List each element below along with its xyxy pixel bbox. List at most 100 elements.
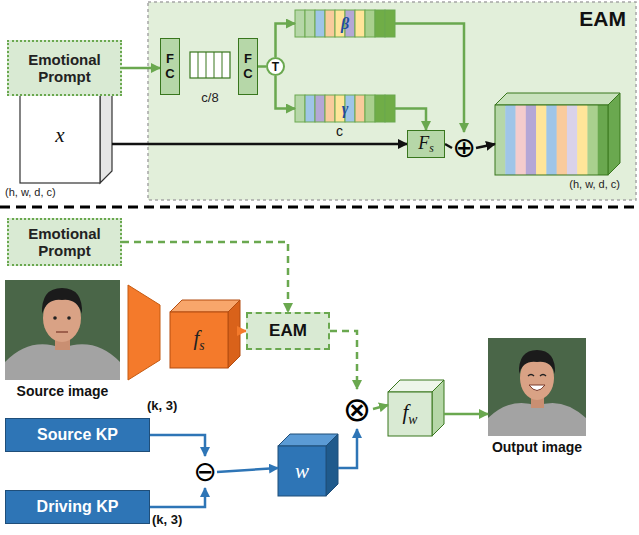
cube-face: fs [170,312,228,368]
bar-cell [365,95,375,122]
caption-holder: Source image [5,383,120,399]
feature-stripe [536,105,547,175]
drawing-part [53,316,57,320]
bar-cell [385,10,395,37]
symbol-row: fw [403,400,418,427]
connector [122,242,288,312]
bar-cell [385,95,395,122]
connector [217,468,278,472]
cube-face: w [278,446,326,496]
node-text: Source KP [37,426,118,444]
prompt-box: Emotional Prompt [7,218,122,266]
node-text: EAM [579,7,626,30]
drawing-part [326,434,338,496]
drawing-part [67,316,71,320]
connector [330,331,357,389]
add-op: ⊕ [452,132,476,164]
drawing-part [148,2,636,200]
drawing-part [529,385,545,391]
bar-cell [315,10,325,37]
node-text: Emotional Prompt [12,225,117,260]
connector [373,405,388,409]
keypoint-box: Driving KP [5,490,150,524]
shape-label: (k, 3) [152,512,182,527]
connector [276,76,296,109]
subtract-op: ⊖ [193,456,217,488]
node-caption: Output image [492,439,582,455]
connector [338,429,357,468]
panel-title-holder: EAM [579,7,626,31]
scale-op: Fs [407,130,445,158]
subscript: w [408,412,417,427]
bar-cell [365,10,375,37]
multiply-op: ⊗ [341,389,373,429]
drawing-part [198,52,199,78]
warp-field: w [278,434,338,496]
bar-cell [305,95,315,122]
feature-stripe [557,105,568,175]
connector [445,144,452,148]
node-text: β [341,15,349,33]
module-panel: EAM F C c/8 F C Tβ γFs ⊕ (h, w, d, c) [148,2,636,200]
connector [276,24,296,58]
feature-stripe [598,105,609,175]
feature-stripe [526,105,537,175]
node-text: T [272,61,279,73]
feature-stripe [577,105,588,175]
caption-holder: (h, w, d, c) [5,186,56,198]
connector [258,65,266,68]
fc-layer: F C [160,38,180,95]
drawing-part [388,392,432,436]
drawing-part [5,280,120,380]
symbol: f [193,326,199,350]
node-text: x [55,123,64,148]
bar-cell [375,95,385,122]
cube-face: x [20,87,100,183]
bar-cell [295,95,305,122]
connector [444,413,488,416]
drawing-part [56,331,68,333]
drawing-part [20,87,100,183]
drawing-part [170,312,228,368]
drawing-part [0,206,639,209]
transpose-op: T [266,57,285,76]
drawing-part [608,93,620,175]
gamma-vector: γ [295,95,395,122]
drawing-part [519,350,555,374]
keypoint-box: Source KP [5,418,150,452]
bar-cell [325,10,335,37]
node-text: ⊕ [452,136,475,160]
feature-stripe [516,105,527,175]
node-text: γ [342,100,349,118]
beta-vector: β [295,10,395,37]
output-cube: (h, w, d, c) [495,93,620,175]
shape-label: (k, 3) [147,398,177,413]
drawing-part [128,285,160,380]
connector [150,488,205,507]
connector [112,143,407,146]
drawing-part [42,288,82,314]
warped-feature: fw [388,380,444,436]
cube-face: fw [388,392,432,436]
feature-stripe [567,105,578,175]
node-text: w [295,459,309,484]
drawing-part [295,10,395,37]
drawing-part [278,446,326,496]
drawing-part [528,375,534,377]
node-caption: (h, w, d, c) [5,186,56,198]
bar-cell [325,95,335,122]
bar-cell [355,10,365,37]
node-text: F C [161,52,179,81]
drawing-part [432,380,444,436]
node-text: F C [239,52,257,81]
caption-holder: (h, w, d, c) [569,178,620,190]
drawing-part [295,95,395,122]
node-text: ⊖ [193,460,216,484]
connector [395,109,426,131]
drawing-part [495,105,608,175]
node-caption: (h, w, d, c) [569,178,620,190]
node-text: Emotional Prompt [12,51,117,86]
channel-vector: c/8 [188,50,232,105]
feature-stripe [546,105,557,175]
bar-cell [295,10,305,37]
